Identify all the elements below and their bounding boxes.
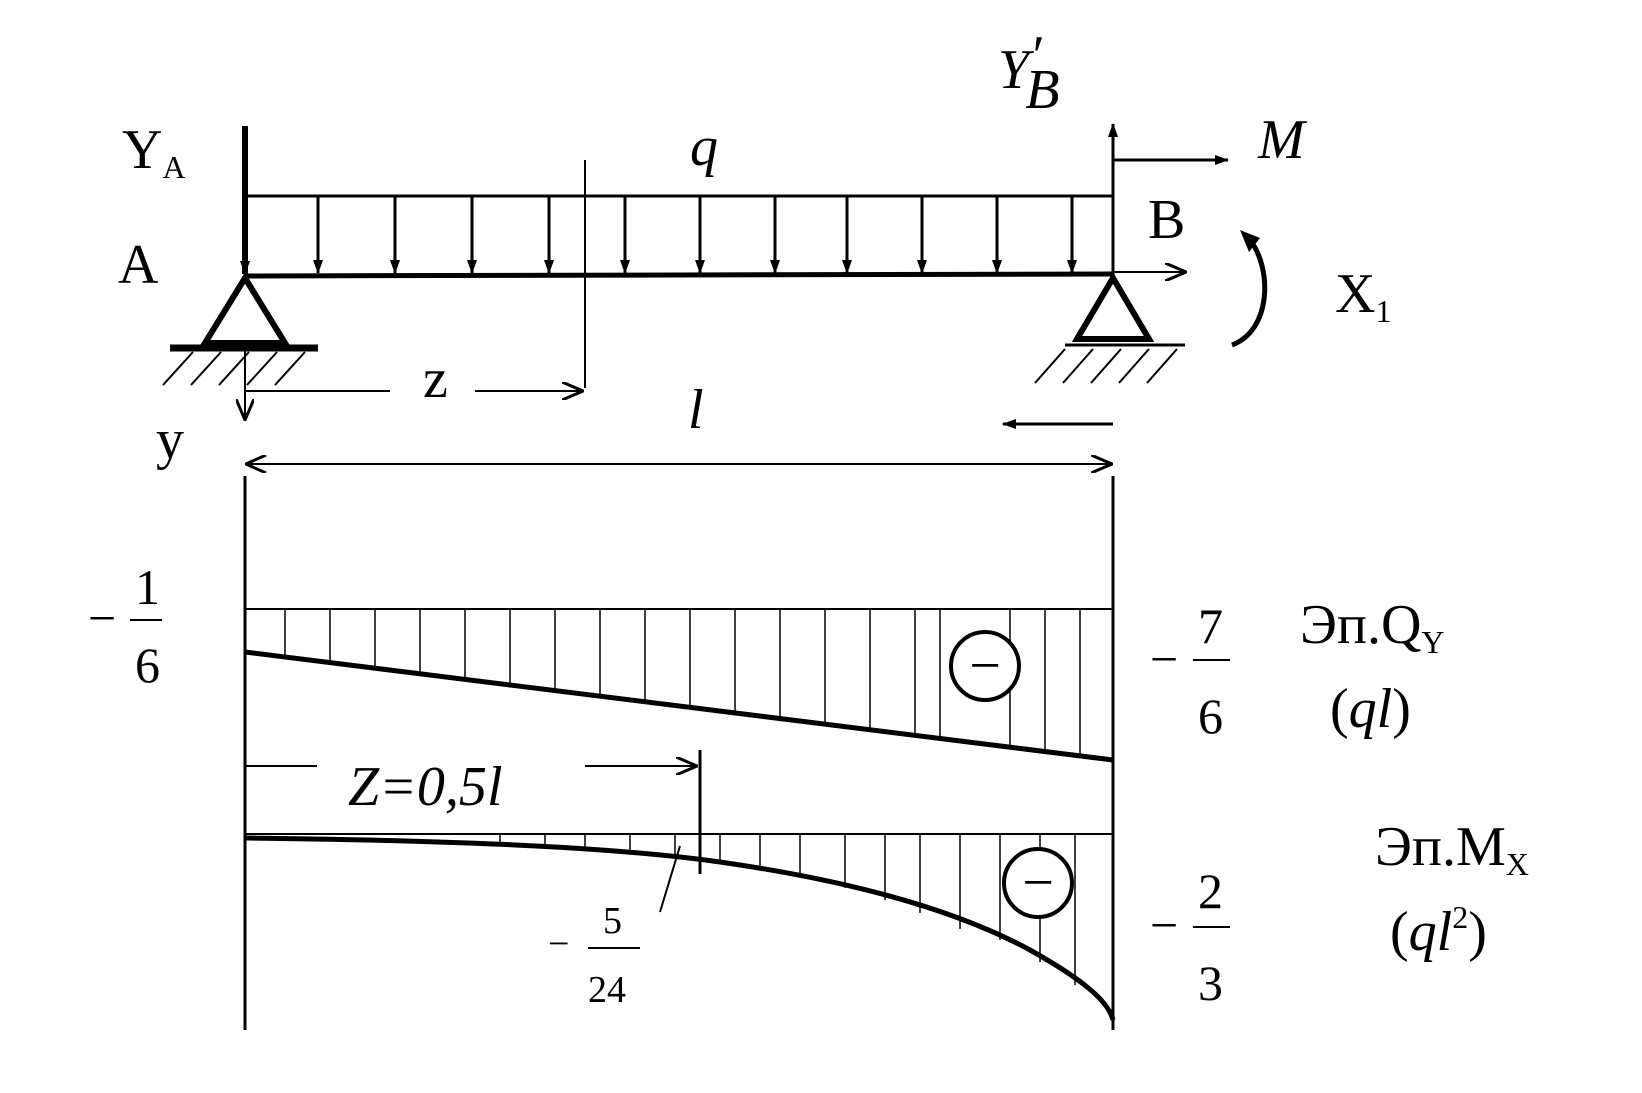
shear-title: Эп.QY <box>1300 594 1445 660</box>
z-half-span-label: Z=0,5l <box>348 756 503 818</box>
shear-units: (ql) <box>1330 678 1411 740</box>
z-half-span-marker <box>245 750 702 913</box>
label-m: M <box>1257 109 1308 171</box>
label-x1: X1 <box>1335 263 1391 329</box>
shear-diagram: − − 1 6 − 7 6 Эп.QY (ql) <box>88 476 1445 1030</box>
svg-text:6: 6 <box>1198 688 1223 744</box>
svg-text:24: 24 <box>588 969 626 1011</box>
label-reaction-a: YA <box>122 119 186 185</box>
label-z: z <box>423 348 448 410</box>
label-b: B <box>1148 189 1185 251</box>
svg-text:−: − <box>1150 897 1178 953</box>
moment-title: Эп.MX <box>1375 816 1529 882</box>
svg-text:2: 2 <box>1198 863 1223 919</box>
svg-text:5: 5 <box>603 900 622 942</box>
svg-text:−: − <box>548 923 569 965</box>
unknown-moment-x1-arrow <box>1230 230 1268 348</box>
svg-text:−: − <box>1150 631 1178 687</box>
shear-line <box>244 649 1114 763</box>
shear-hatching <box>284 609 1081 756</box>
moment-hatching <box>499 834 1076 985</box>
beam <box>244 271 1114 279</box>
moment-units: (ql2) <box>1390 899 1487 963</box>
moment-sign-badge: − <box>1002 847 1074 919</box>
support-b <box>1034 272 1185 384</box>
moment-mid-value: − 5 24 <box>548 900 640 1011</box>
svg-text:6: 6 <box>135 637 160 693</box>
beam-scheme: YA A Y′B q M B X1 z y l <box>118 25 1391 471</box>
moment-curve <box>244 835 1116 1021</box>
svg-text:−: − <box>88 590 116 646</box>
svg-text:−: − <box>1022 852 1054 914</box>
label-span-l: l <box>688 379 704 441</box>
svg-text:1: 1 <box>135 559 160 615</box>
svg-text:−: − <box>969 635 1001 697</box>
shear-right-value: − 7 6 <box>1150 598 1230 744</box>
moment-diagram: − Z=0,5l − 5 24 − 2 3 Эп.MX (ql2) <box>244 750 1529 1021</box>
shear-left-value: − 1 6 <box>88 559 162 693</box>
label-q: q <box>690 116 718 178</box>
label-a: A <box>118 234 159 296</box>
svg-text:3: 3 <box>1198 955 1223 1011</box>
shear-sign-badge: − <box>949 630 1021 702</box>
distributed-load-q <box>245 194 1113 274</box>
label-y: y <box>156 409 184 471</box>
label-reaction-b: Y′B <box>998 25 1060 121</box>
svg-text:7: 7 <box>1198 598 1223 654</box>
moment-right-value: − 2 3 <box>1150 863 1230 1011</box>
support-a <box>162 272 318 386</box>
